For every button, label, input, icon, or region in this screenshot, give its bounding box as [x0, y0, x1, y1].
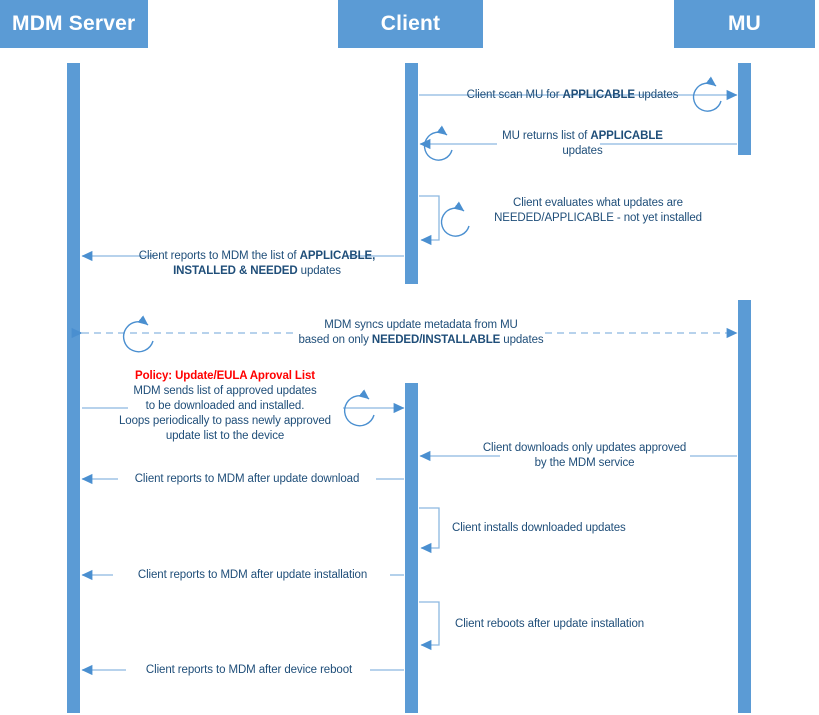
- actor-label-client: Client: [380, 12, 441, 35]
- loop-icon-m5: [122, 315, 154, 353]
- message-label-m12: Client reports to MDM after device reboo…: [145, 664, 353, 676]
- message-label-m4: Client reports to MDM the list of APPLIC…: [138, 250, 376, 277]
- loop-icon-m1: [692, 76, 722, 112]
- actor-label-mu: MU: [727, 12, 762, 35]
- lifeline-client-segment-2: [405, 383, 418, 713]
- actor-header-mu[interactable]: MU: [674, 0, 815, 48]
- lifeline-mu-segment-2: [738, 300, 751, 713]
- message-label-m10: Client reports to MDM after update insta…: [137, 569, 368, 581]
- lifeline-mdm-server: [67, 63, 80, 713]
- message-label-m8: Client reports to MDM after update downl…: [134, 473, 360, 485]
- lifeline-client-segment-1: [405, 63, 418, 284]
- message-label-m11: Client reboots after update installation: [455, 618, 645, 630]
- arrow-m11-client-reboots-self: [419, 601, 440, 651]
- message-label-m9: Client installs downloaded updates: [452, 522, 626, 534]
- actor-header-client[interactable]: Client: [338, 0, 483, 48]
- loop-icon-m2: [423, 125, 453, 161]
- loop-icon-m3: [440, 201, 470, 237]
- message-label-m1: Client scan MU for APPLICABLE updates: [466, 89, 679, 101]
- actor-label-mdm-server: MDM Server: [12, 12, 136, 35]
- arrow-m9-client-installs-self: [419, 507, 440, 554]
- arrow-m3-client-evaluates-self: [419, 195, 440, 246]
- lifeline-mu-segment-1: [738, 63, 751, 155]
- actor-header-mdm-server[interactable]: MDM Server: [0, 0, 148, 48]
